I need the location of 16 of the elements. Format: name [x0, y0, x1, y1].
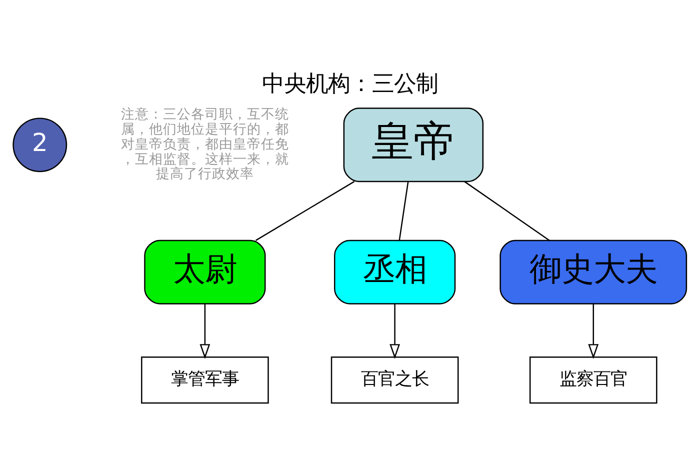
node-box: 监察百官 [529, 356, 658, 404]
arrow [200, 303, 210, 358]
label: 2 [32, 128, 48, 157]
diagram-title: 中央机构：三公制 [262, 70, 438, 96]
label: 注意：三公各司职，互不统属，他们地位是平行的，都对皇帝负责，都由皇帝任免，互相监督。这样一来，就提高了行政效率 [120, 106, 289, 182]
node-box: 御史大夫 [500, 239, 688, 304]
node-box: 丞相 [334, 239, 456, 304]
node-box: 掌管军事 [141, 356, 269, 404]
node-box: 百官之长 [330, 356, 459, 404]
connector [255, 180, 355, 240]
node-box: 太尉 [144, 239, 266, 304]
node-box: 皇帝 [343, 107, 484, 182]
arrow [588, 303, 599, 358]
connector [464, 180, 550, 240]
arrow [390, 303, 400, 358]
connector [398, 180, 409, 240]
